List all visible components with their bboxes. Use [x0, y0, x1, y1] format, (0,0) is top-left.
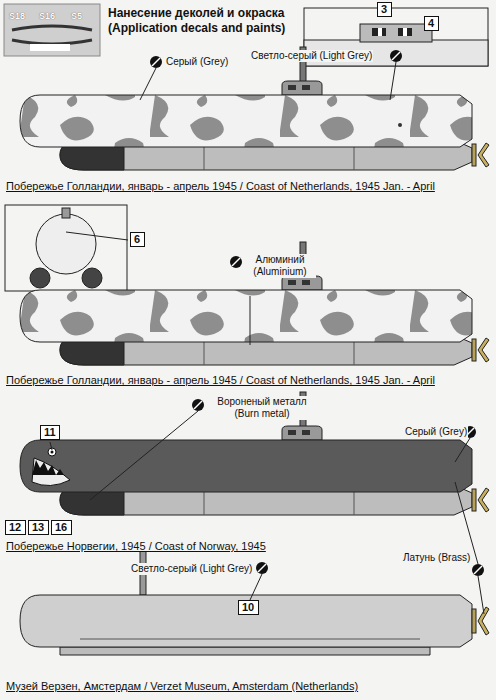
- paint-label: Алюминий (Aluminium): [244, 254, 316, 278]
- paint-label: Светло-серый (Light Grey): [250, 50, 373, 62]
- callout-box: 10: [238, 600, 259, 615]
- paint-label: Вороненый металл (Burn metal): [206, 396, 318, 420]
- paint-label: Латунь (Brass): [402, 552, 471, 564]
- callout-box: 13: [28, 520, 49, 535]
- callout-number: 3: [378, 3, 391, 16]
- callout-number: 10: [239, 601, 258, 614]
- callout-number: 11: [41, 426, 59, 439]
- callout-box: 3: [377, 2, 392, 17]
- paint-label: Светло-серый (Light Grey): [130, 563, 253, 575]
- callout-box: 12: [5, 520, 26, 535]
- callout-number: 4: [425, 17, 438, 30]
- callout-box: 16: [51, 520, 72, 535]
- callout-box: 11: [40, 425, 60, 440]
- callout-number: 12: [6, 521, 25, 534]
- sheet-title: Нанесение деколей и окраска (Application…: [108, 6, 298, 36]
- callout-box: 6: [130, 232, 145, 247]
- view-caption: Побережье Норвегии, 1945 / Coast of Norw…: [5, 540, 267, 552]
- callout-number: 16: [52, 521, 71, 534]
- decal-text: S5: [70, 10, 83, 22]
- callout-number: 13: [29, 521, 48, 534]
- view-caption: Музей Верзен, Амстердам / Verzet Museum,…: [5, 680, 359, 692]
- decal-text: S18: [8, 10, 26, 22]
- paint-label: Серый (Grey): [165, 56, 229, 68]
- decal-text: S16: [38, 10, 56, 22]
- callout-number: 6: [131, 233, 144, 246]
- view-caption: Побережье Голландии, январь - апрель 194…: [5, 374, 436, 386]
- paint-label: Серый (Grey): [404, 426, 468, 438]
- callout-box: 4: [424, 16, 439, 31]
- view-caption: Побережье Голландии, январь - апрель 194…: [5, 180, 436, 192]
